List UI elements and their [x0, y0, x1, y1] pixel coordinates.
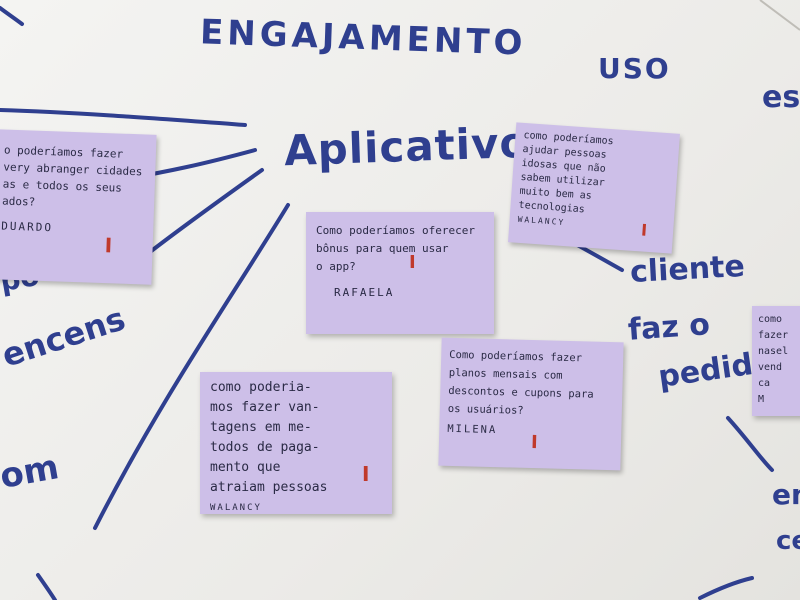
title-uso: USO [598, 52, 671, 85]
word-ce: ce [776, 526, 800, 556]
sticky-note-rafaela: Como poderíamos oferecer bônus para quem… [306, 212, 494, 334]
vote-mark: I [104, 233, 113, 258]
note-text: como poderíamos ajudar pessoas idosas qu… [518, 129, 614, 216]
sticky-note-walancy-bottom: como poderia- mos fazer van- tagens em m… [200, 372, 392, 514]
title-es: es [762, 80, 800, 115]
note-text: Como poderíamos oferecer bônus para quem… [316, 224, 475, 273]
note-text: o poderíamos fazer very abranger cidades… [1, 143, 143, 209]
board-edge [759, 0, 800, 31]
sticky-note-walancy-top: como poderíamos ajudar pessoas idosas qu… [508, 122, 680, 254]
vote-mark: I [530, 432, 538, 454]
note-text: como fazer nasel vend ca M [758, 314, 789, 405]
line-down-left [93, 203, 290, 530]
note-author: WALANCY [210, 503, 262, 513]
line-bottom-right [698, 576, 754, 600]
vote-mark: I [362, 462, 370, 486]
sticky-note-eduardo: o poderíamos fazer very abranger cidades… [0, 129, 157, 285]
sticky-note-right-partial: como fazer nasel vend ca M [752, 306, 800, 416]
line-bottom-left [36, 573, 57, 600]
vote-mark: I [640, 220, 648, 240]
line-top-left-corner [0, 6, 24, 26]
title-aplicativo: Aplicativo [283, 117, 531, 176]
title-faz-o: faz o [626, 307, 711, 348]
line-pedido-down [726, 416, 774, 472]
note-text: como poderia- mos fazer van- tagens em m… [210, 380, 328, 495]
sticky-note-milena: Como poderíamos fazer planos mensais com… [438, 337, 624, 471]
line-to-left-lower [148, 168, 264, 254]
note-text: Como poderíamos fazer planos mensais com… [447, 348, 594, 417]
title-cliente: cliente [629, 249, 746, 290]
line-to-left-top [0, 108, 247, 127]
vote-mark: I [409, 252, 416, 273]
note-author: RAFAELA [334, 286, 395, 299]
word-em: em [772, 478, 800, 511]
note-author: DUARDO [1, 219, 54, 235]
